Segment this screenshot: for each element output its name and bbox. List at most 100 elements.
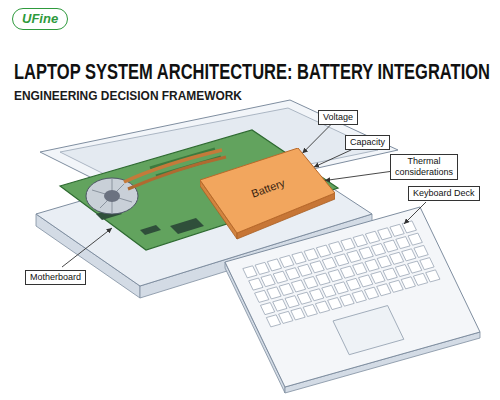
leader-line xyxy=(404,202,426,224)
battery-pack: Battery xyxy=(200,148,335,240)
keyboard-key xyxy=(329,242,343,254)
trackpad xyxy=(333,306,404,355)
callout-text: Voltage xyxy=(323,112,353,123)
callout-box: Motherboard xyxy=(25,270,86,285)
keyboard-key xyxy=(261,275,275,287)
keyboard-deck xyxy=(225,207,480,393)
keyboard-key xyxy=(389,280,403,292)
keyboard-key xyxy=(322,257,336,269)
keyboard-key xyxy=(291,280,305,292)
keyboard-key xyxy=(347,250,361,262)
keyboard-key xyxy=(365,231,379,243)
keyboard-key xyxy=(346,278,360,290)
callout-text: Keyboard Deck xyxy=(413,188,475,199)
keyboard-key xyxy=(377,284,391,296)
keyboard-key xyxy=(334,282,348,294)
fan-blade xyxy=(92,190,132,202)
subtitle-label: ENGINEERING DECISION FRAMEWORK xyxy=(14,88,242,104)
callout-box: Capacity xyxy=(345,135,390,150)
keyboard-key xyxy=(249,278,263,290)
keyboard-key xyxy=(243,266,257,278)
keyboard-key xyxy=(297,292,311,304)
keyboard-key xyxy=(341,238,355,250)
keyboard-key xyxy=(292,252,306,264)
keyboard-key xyxy=(352,291,366,303)
keyboard-key xyxy=(401,277,415,289)
fan-hub xyxy=(104,190,120,202)
leader-line xyxy=(62,228,112,267)
callout-box: Voltage xyxy=(318,110,358,125)
keyboard-key xyxy=(365,259,379,271)
keyboard-key xyxy=(328,270,342,282)
diagram-title: LAPTOP SYSTEM ARCHITECTURE: BATTERY INTE… xyxy=(14,59,490,84)
keyboard-key xyxy=(316,245,330,257)
keyboard-key xyxy=(359,247,373,259)
keyboard-key xyxy=(298,264,312,276)
keyboard-key xyxy=(378,228,392,240)
keyboard-key xyxy=(396,237,410,249)
keyboard-key xyxy=(335,254,349,266)
keyboard-key xyxy=(413,273,427,285)
keyboard-key xyxy=(340,294,354,306)
keyboard-key xyxy=(414,245,428,257)
keyboard-key xyxy=(255,262,269,274)
keyboard-key xyxy=(267,287,281,299)
keyboard-key xyxy=(328,298,342,310)
keyboard-key xyxy=(316,273,330,285)
keyboard-key xyxy=(340,266,354,278)
keyboard-key xyxy=(280,255,294,267)
keyboard-key xyxy=(384,240,398,252)
keyboard-key xyxy=(279,283,293,295)
keyboard-key xyxy=(304,276,318,288)
keyboard-key xyxy=(353,235,367,247)
keyboard-key xyxy=(266,315,280,327)
keyboard-key xyxy=(322,285,336,297)
callout-box: Thermal considerations xyxy=(390,154,458,180)
keyboard-key xyxy=(390,224,404,236)
keyboard-key xyxy=(377,256,391,268)
keyboard-key xyxy=(371,271,385,283)
keyboard-key xyxy=(426,270,440,282)
keyboard-key xyxy=(371,243,385,255)
callout-text: Capacity xyxy=(350,137,385,148)
motherboard-board xyxy=(60,130,338,250)
deck-surface xyxy=(225,207,480,387)
leader-arrow xyxy=(302,125,330,154)
callout-text: Thermal considerations xyxy=(395,156,453,178)
keyboard-key xyxy=(273,271,287,283)
keyboard-key xyxy=(402,221,416,233)
keyboard-key xyxy=(420,258,434,270)
battery-top xyxy=(200,148,335,233)
leader-arrow xyxy=(325,172,390,181)
chip xyxy=(170,218,204,234)
keyboard-key xyxy=(315,301,329,313)
keyboard-key xyxy=(303,304,317,316)
leader-arrow xyxy=(314,150,352,167)
chip xyxy=(140,225,161,235)
brand-logo: UFine xyxy=(12,8,68,30)
keyboard-key xyxy=(279,311,293,323)
ram-slot xyxy=(150,149,215,168)
brand-name: UFine xyxy=(22,11,58,27)
keyboard-key xyxy=(408,233,422,245)
callout-box: Keyboard Deck xyxy=(408,186,480,201)
keyboard-key xyxy=(402,249,416,261)
keyboard-key xyxy=(408,261,422,273)
keyboard-key xyxy=(359,275,373,287)
keyboard-key xyxy=(353,263,367,275)
keyboard-key xyxy=(285,296,299,308)
keyboard-key xyxy=(395,265,409,277)
keyboard-key xyxy=(364,287,378,299)
cooling-fan xyxy=(86,178,138,214)
keyboard-key xyxy=(291,308,305,320)
keyboard-key xyxy=(273,299,287,311)
keyboard-key xyxy=(383,268,397,280)
keyboard-key xyxy=(285,268,299,280)
keyboard-key xyxy=(255,290,269,302)
keyboard-key xyxy=(260,303,274,315)
callout-text: Motherboard xyxy=(30,272,81,283)
keyboard-key xyxy=(309,289,323,301)
keyboard-key xyxy=(304,249,318,261)
